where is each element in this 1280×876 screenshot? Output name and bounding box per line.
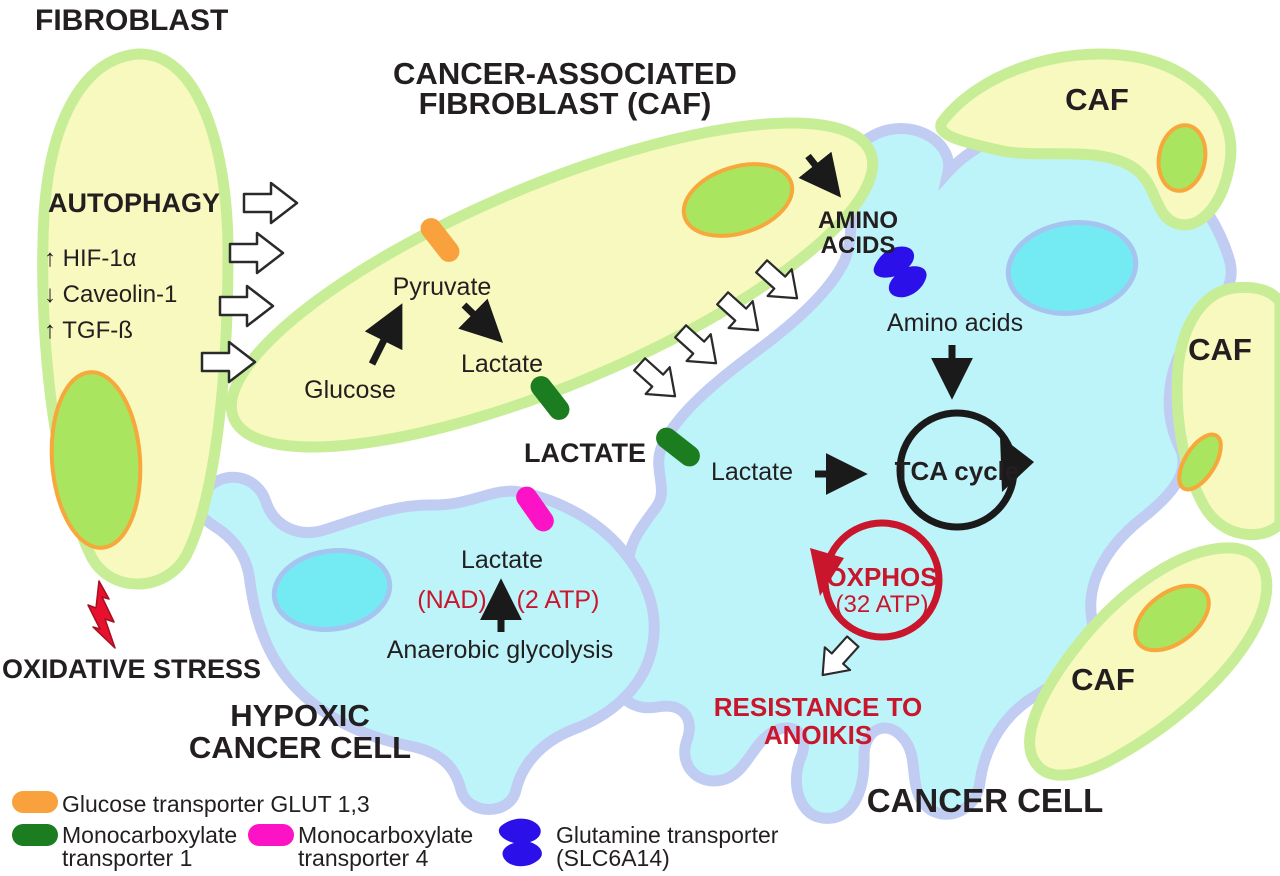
hif-label: ↑ HIF-1α	[44, 245, 137, 272]
legend-glut-label: Glucose transporter GLUT 1,3	[62, 791, 370, 817]
caf-top-right-label: CAF	[1065, 82, 1129, 117]
caf-top-right-body	[935, 48, 1237, 231]
glucose-label: Glucose	[304, 376, 396, 404]
caf-top-right-nucleus	[1156, 123, 1208, 193]
atp32-label: (32 ATP)	[836, 591, 929, 618]
hypoxic-label-line1: HYPOXIC	[230, 698, 370, 733]
legend-mct4-label-line2: transporter 4	[298, 845, 429, 871]
hypoxic-cell-nucleus	[271, 548, 393, 632]
tca-cycle-label: TCA cycle	[895, 456, 1020, 486]
resistance-line1: RESISTANCE TO	[714, 692, 923, 722]
caf-right-edge-body	[1171, 281, 1280, 541]
block-arrow-icon	[228, 231, 285, 275]
legend-glutamine-label-line2: (SLC6A14)	[556, 845, 670, 871]
tca-cycle-arrowhead-icon	[1000, 436, 1034, 492]
legend-mct1-label-line2: transporter 1	[62, 845, 192, 871]
legend-mct1-label-line1: Monocarboxylate	[62, 822, 237, 848]
resistance-line2: ANOIKIS	[764, 720, 872, 750]
legend-glutamine-label-line1: Glutamine transporter	[556, 822, 779, 848]
legend-mct1-icon	[12, 824, 58, 846]
cancer-cell-nucleus	[1005, 220, 1139, 316]
cancer-cell-label: CANCER CELL	[867, 782, 1104, 819]
caf-title-line1: CANCER-ASSOCIATED	[393, 56, 737, 91]
caf-nucleus	[681, 162, 795, 238]
caf-right-edge-label: CAF	[1188, 332, 1252, 367]
block-arrow-icon	[242, 181, 299, 225]
glucose-to-pyruvate-arrow	[364, 303, 403, 366]
oxidative-stress-label: OXIDATIVE STRESS	[2, 654, 261, 684]
caf-bottom-right-label: CAF	[1071, 662, 1135, 697]
legend-glutamine-icon	[498, 818, 542, 867]
pyruvate-to-lactate-arrow	[458, 298, 504, 343]
legend-mct4-label-line1: Monocarboxylate	[298, 822, 473, 848]
mct4-transporter-icon	[516, 486, 554, 532]
caf-bottom-right-nucleus	[1133, 583, 1211, 653]
mct1-transporter-caf-icon	[530, 376, 570, 420]
glut-transporter-icon	[420, 218, 460, 262]
caf-title-line2: FIBROBLAST (CAF)	[419, 86, 712, 121]
amino-acids-label: Amino acids	[887, 309, 1023, 337]
amino-acids-caps-line2: ACIDS	[821, 232, 896, 259]
mct1-transporter-cancer-icon	[656, 427, 700, 467]
oxphos-label: OXPHOS	[826, 562, 937, 592]
caf-right-edge-nucleus	[1177, 432, 1223, 492]
glycolysis-label: Anaerobic glycolysis	[387, 636, 614, 664]
tgf-label: ↑ TGF-ß	[44, 317, 133, 344]
pyruvate-label: Pyruvate	[393, 273, 492, 301]
legend-mct4-icon	[248, 824, 294, 846]
lightning-bolt-icon	[87, 580, 116, 649]
nad-label: (NAD)	[417, 586, 486, 614]
amino-acids-caps-line1: AMINO	[818, 207, 898, 234]
legend-glut-icon	[12, 791, 58, 813]
lactate-caps-label: LACTATE	[524, 438, 646, 468]
autophagy-label: AUTOPHAGY	[48, 188, 220, 218]
hypoxic-lactate-label: Lactate	[461, 546, 543, 574]
oxphos-cycle-arrowhead-icon	[810, 548, 844, 596]
fibroblast-title: FIBROBLAST	[35, 4, 228, 37]
hypoxic-label-line2: CANCER CELL	[189, 730, 411, 765]
atp2-label: (2 ATP)	[517, 586, 600, 614]
caf-to-aminoacids-arrow	[798, 151, 842, 198]
cancer-lactate-label: Lactate	[711, 458, 793, 486]
caveolin-label: ↓ Caveolin-1	[44, 281, 177, 308]
fibroblast-nucleus	[49, 370, 143, 550]
caf-lactate-label: Lactate	[461, 350, 543, 378]
